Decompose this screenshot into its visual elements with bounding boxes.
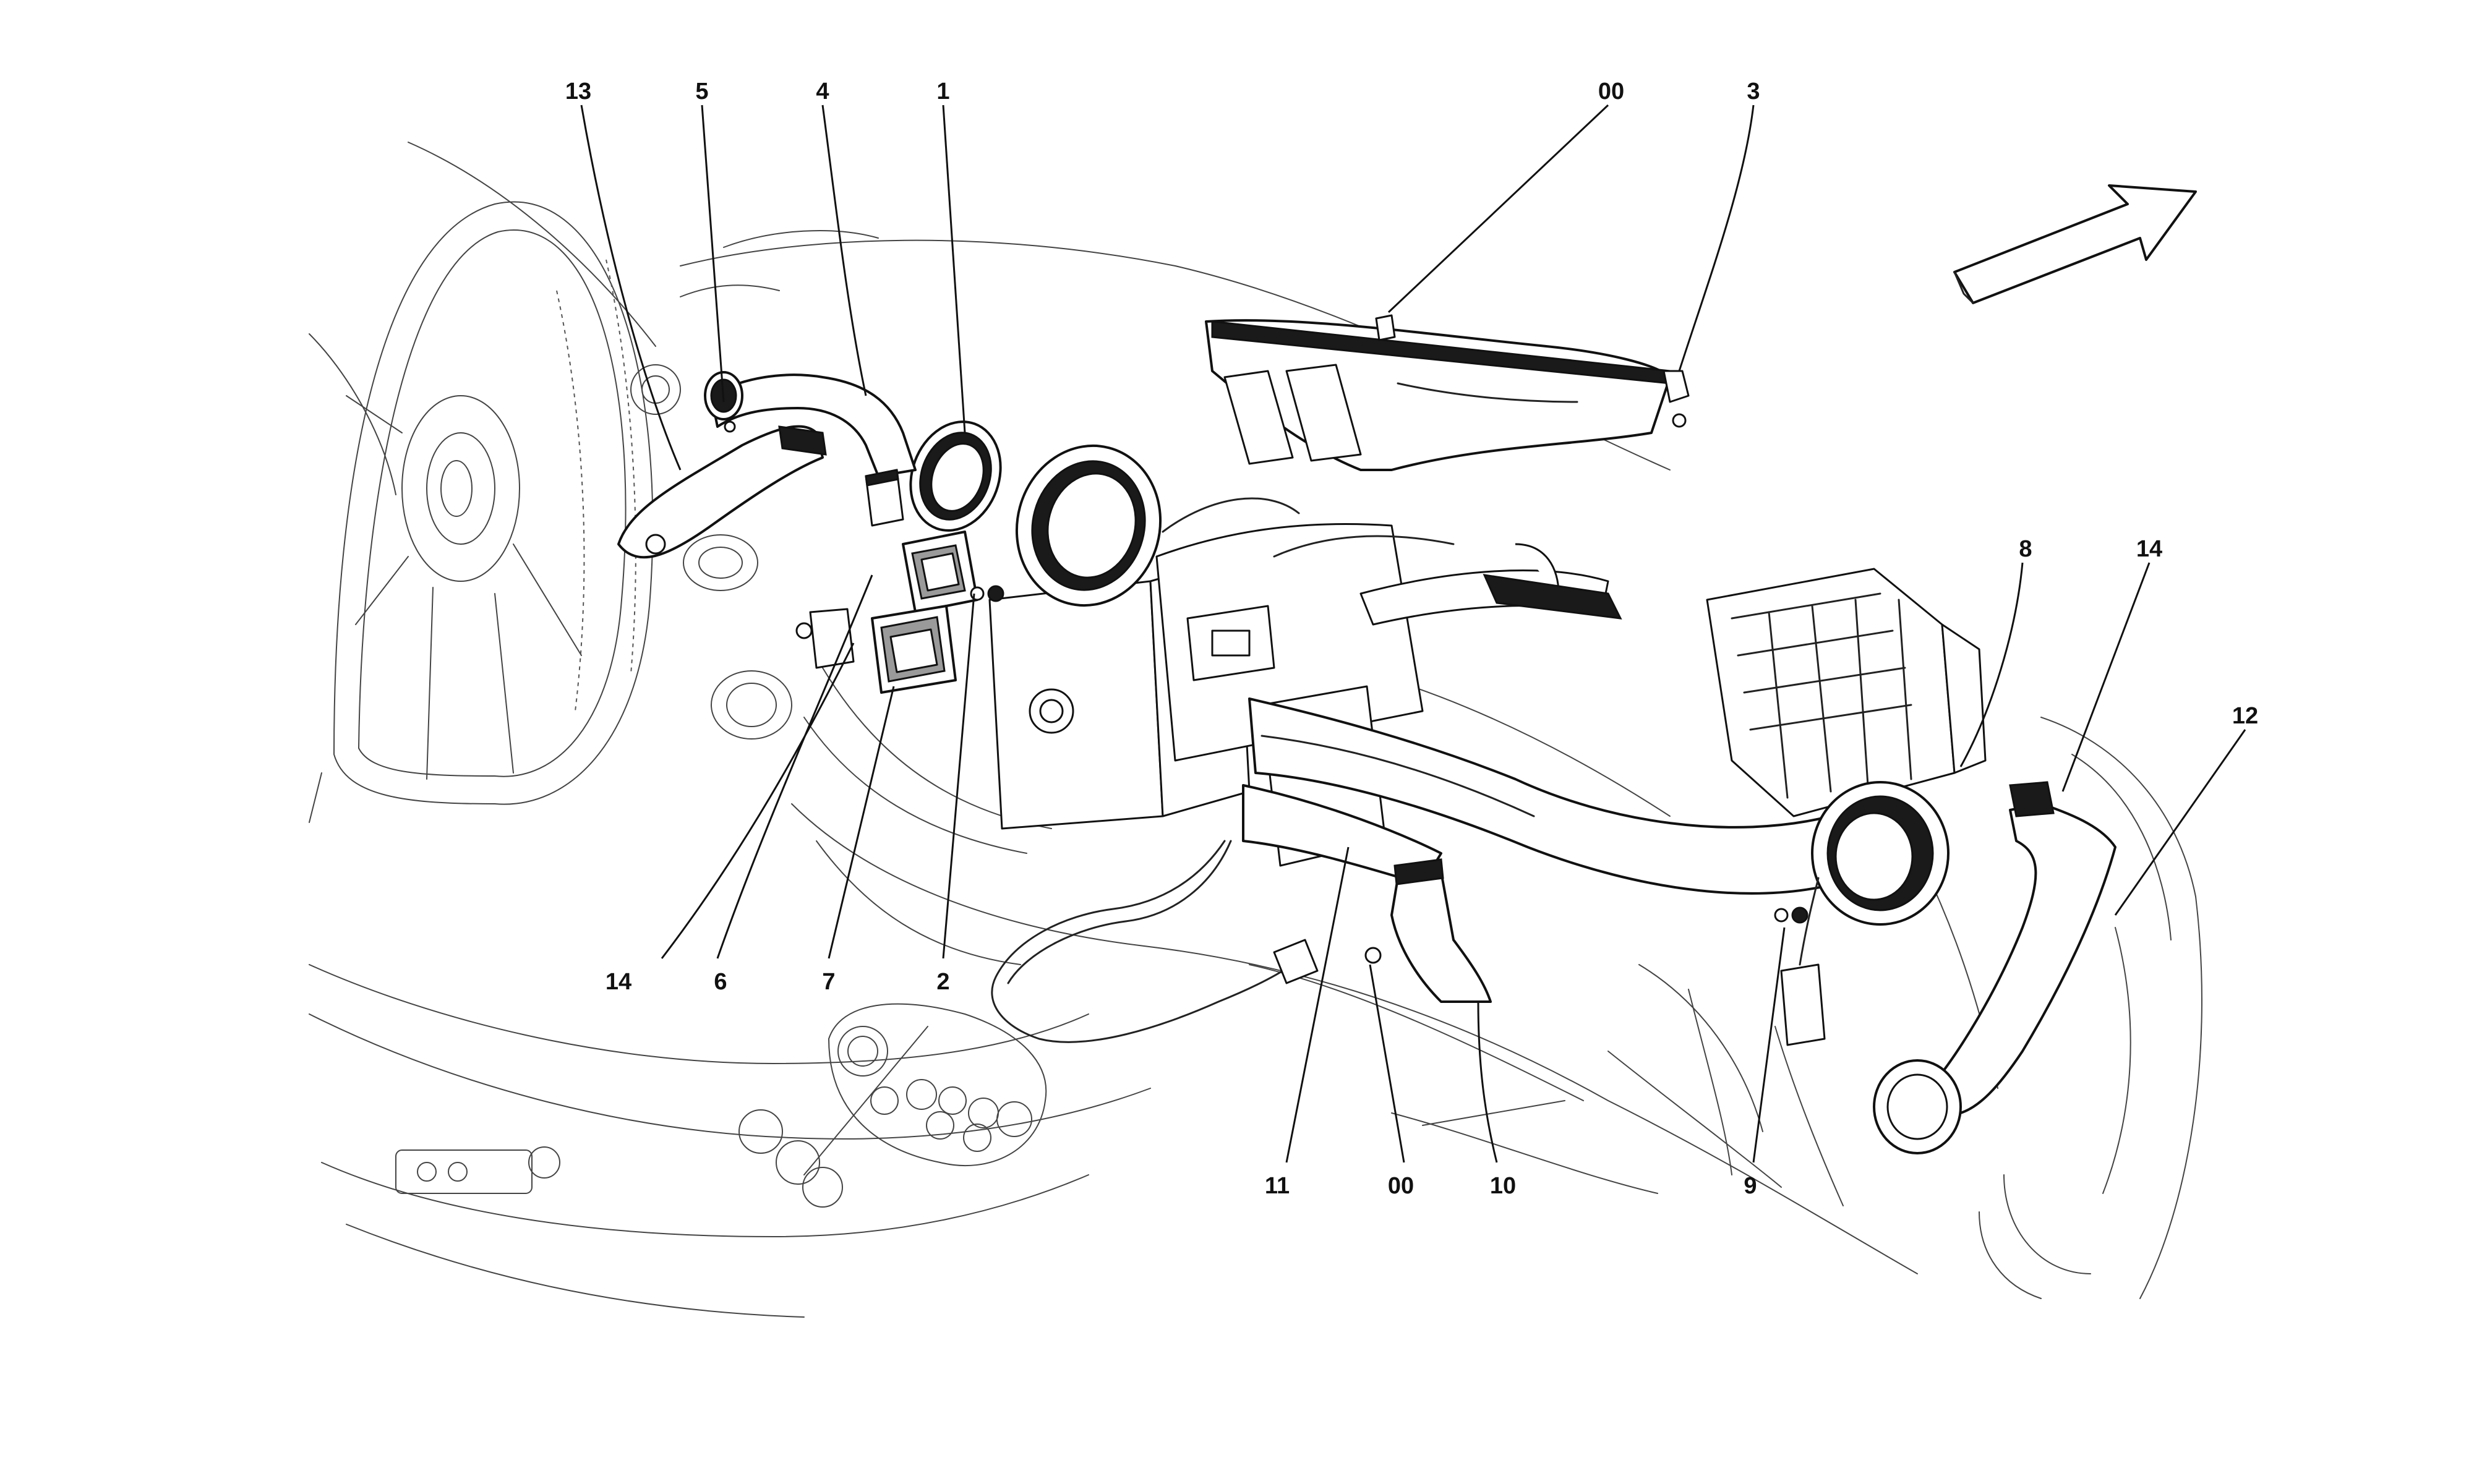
part-3-outlet-duct [1205, 314, 1690, 471]
callout-12: 12 [2232, 703, 2258, 729]
callout-7: 7 [822, 969, 835, 995]
interior-outline [309, 142, 2202, 1318]
callout-5: 5 [695, 79, 708, 104]
callout-13: 13 [565, 79, 591, 104]
callout-2: 2 [936, 969, 949, 995]
callout-11: 11 [1265, 1173, 1290, 1199]
callout-00-bottom: 00 [1388, 1173, 1414, 1199]
callout-10: 10 [1490, 1173, 1516, 1199]
lower-parts [1364, 858, 1808, 1003]
forward-direction-arrow-icon [1953, 184, 2197, 304]
callout-3: 3 [1747, 79, 1760, 104]
hvac-assembly [909, 420, 1987, 1046]
callout-8: 8 [2019, 536, 2032, 562]
callout-00-top: 00 [1598, 79, 1624, 104]
callout-14-left: 14 [606, 969, 631, 995]
right-duct-12 [1873, 781, 2117, 1154]
left-ducts [617, 371, 1004, 694]
callout-9: 9 [1744, 1173, 1757, 1199]
leader-lines [580, 104, 2246, 1163]
callout-14-right: 14 [2136, 536, 2162, 562]
callout-labels: 13 5 4 1 00 3 8 14 12 14 6 7 2 11 00 10 … [565, 79, 2258, 1199]
callout-6: 6 [714, 969, 727, 995]
callout-4: 4 [816, 79, 829, 104]
callout-1: 1 [936, 79, 949, 104]
